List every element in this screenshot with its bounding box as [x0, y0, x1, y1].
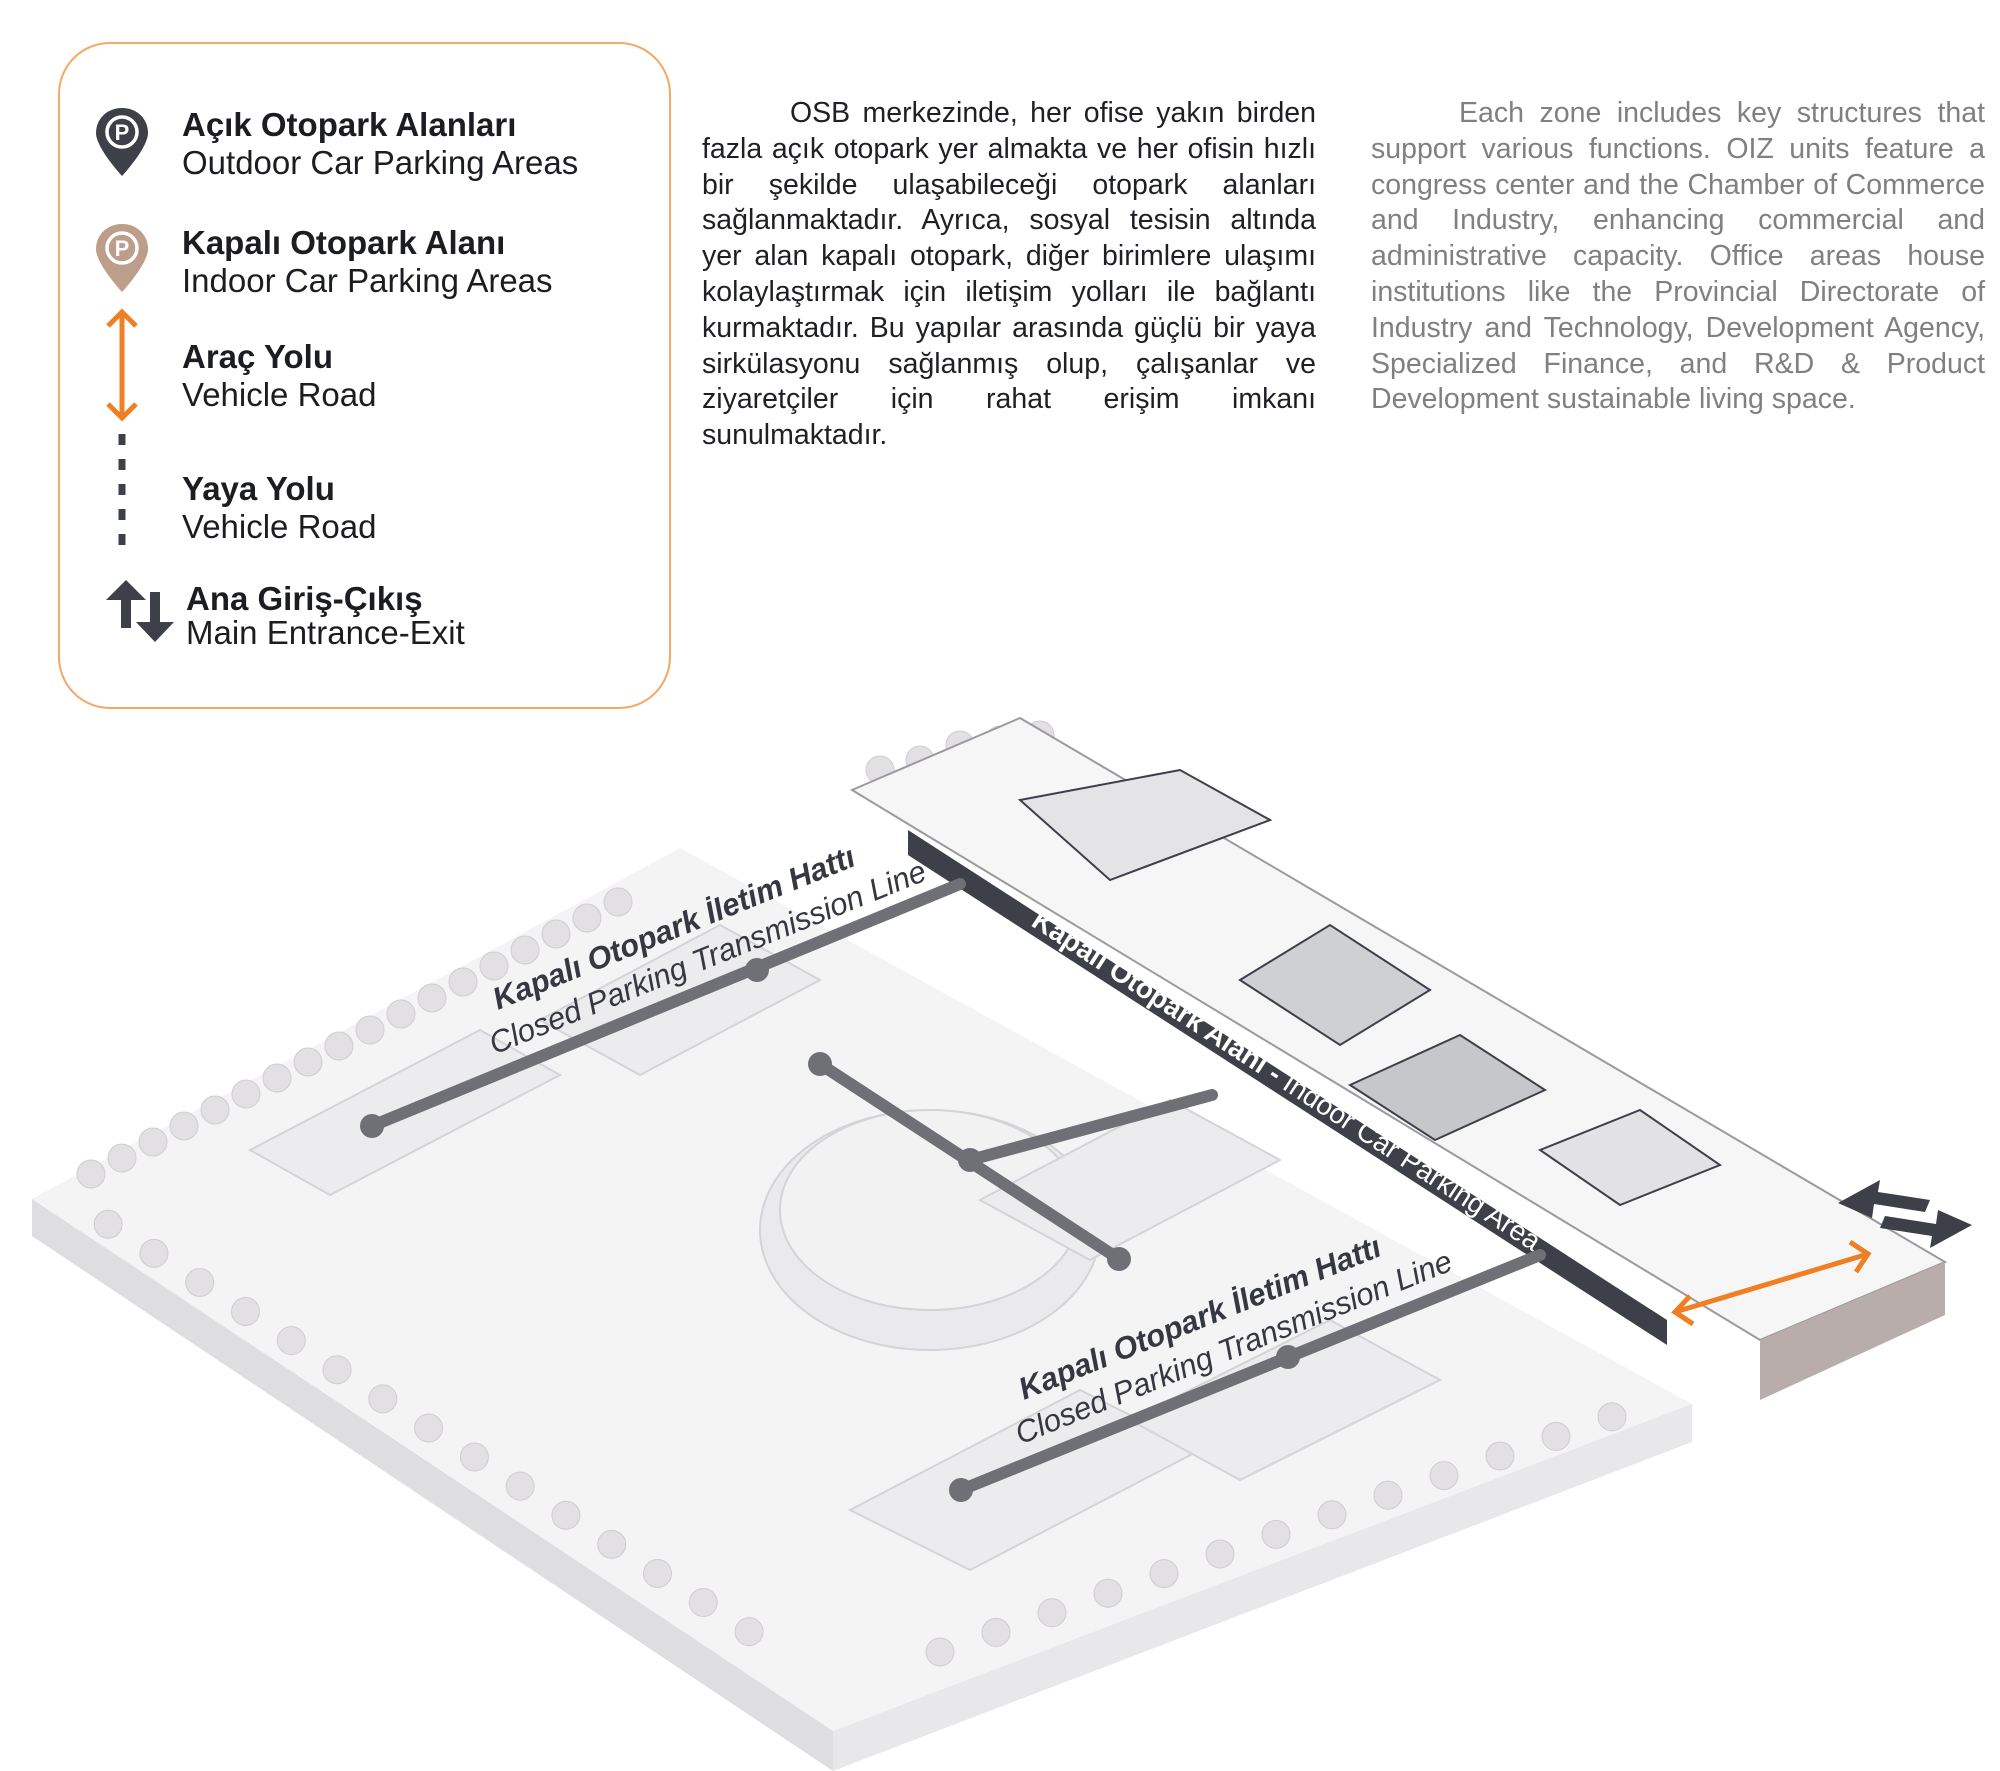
tree	[231, 1079, 261, 1109]
indoor-parking-strip	[849, 716, 1948, 1400]
tree	[1317, 1500, 1347, 1530]
tree	[1261, 1519, 1291, 1549]
tree	[505, 1471, 535, 1501]
tree	[262, 1063, 292, 1093]
legend-subtitle: Indoor Car Parking Areas	[182, 262, 553, 299]
tree	[734, 1617, 764, 1647]
tree	[322, 1355, 352, 1385]
svg-text:P: P	[115, 120, 130, 145]
entrance-exit-arrows-icon	[106, 580, 174, 642]
tree	[1373, 1480, 1403, 1510]
tree	[603, 887, 633, 917]
pin-parking-icon: P	[96, 108, 148, 176]
tree	[417, 983, 447, 1013]
tree	[597, 1529, 627, 1559]
legend-title: Kapalı Otopark Alanı	[182, 224, 506, 261]
tree	[368, 1384, 398, 1414]
tree	[355, 1015, 385, 1045]
dotted-line-icon	[118, 434, 126, 550]
tree	[93, 1209, 123, 1239]
tree	[448, 967, 478, 997]
tree	[688, 1588, 718, 1618]
legend-subtitle: Vehicle Road	[182, 376, 377, 413]
tree	[1541, 1421, 1571, 1451]
turkish-text: OSB merkezinde, her ofise yakın birden f…	[702, 97, 1316, 452]
english-description: Each zone includes key structures that s…	[1371, 96, 1985, 418]
tree	[324, 1031, 354, 1061]
double-arrow-vertical-icon	[106, 308, 138, 422]
legend-title: Araç Yolu	[182, 338, 333, 375]
tree	[139, 1238, 169, 1268]
tree	[276, 1326, 306, 1356]
pin-parking-icon: P	[96, 224, 148, 292]
tree	[510, 935, 540, 965]
tree	[185, 1267, 215, 1297]
legend-title: Açık Otopark Alanları	[182, 106, 517, 143]
tree	[643, 1558, 673, 1588]
tree	[76, 1159, 106, 1189]
turkish-description: OSB merkezinde, her ofise yakın birden f…	[702, 96, 1316, 454]
tree	[107, 1143, 137, 1173]
tree	[925, 1637, 955, 1667]
tree	[1429, 1461, 1459, 1491]
tree	[1149, 1559, 1179, 1589]
legend-subtitle: Main Entrance-Exit	[186, 614, 465, 651]
tree	[551, 1500, 581, 1530]
legend-subtitle: Outdoor Car Parking Areas	[182, 144, 579, 181]
tree	[169, 1111, 199, 1141]
tree	[1485, 1441, 1515, 1471]
vehicle-road-arrow	[1671, 1239, 1872, 1327]
main-entrance-exit-icon	[1838, 1180, 1972, 1248]
legend-title: Ana Giriş-Çıkış	[186, 580, 423, 617]
english-text: Each zone includes key structures that s…	[1371, 97, 1985, 416]
tree	[230, 1297, 260, 1327]
svg-text:P: P	[115, 236, 130, 261]
legend-title: Yaya Yolu	[182, 470, 335, 507]
tree	[479, 951, 509, 981]
tree	[541, 919, 571, 949]
tree	[138, 1127, 168, 1157]
tree	[1037, 1598, 1067, 1628]
tree	[1597, 1402, 1627, 1432]
transmission-lines	[360, 878, 1546, 1502]
legend-subtitle: Vehicle Road	[182, 508, 377, 545]
tree	[414, 1413, 444, 1443]
tree	[572, 903, 602, 933]
tree	[1205, 1539, 1235, 1569]
tree	[293, 1047, 323, 1077]
legend: P Açık Otopark Alanları Outdoor Car Park…	[58, 42, 671, 709]
tree	[386, 999, 416, 1029]
tree	[200, 1095, 230, 1125]
tree	[1093, 1578, 1123, 1608]
tree	[981, 1617, 1011, 1647]
tree	[459, 1442, 489, 1472]
